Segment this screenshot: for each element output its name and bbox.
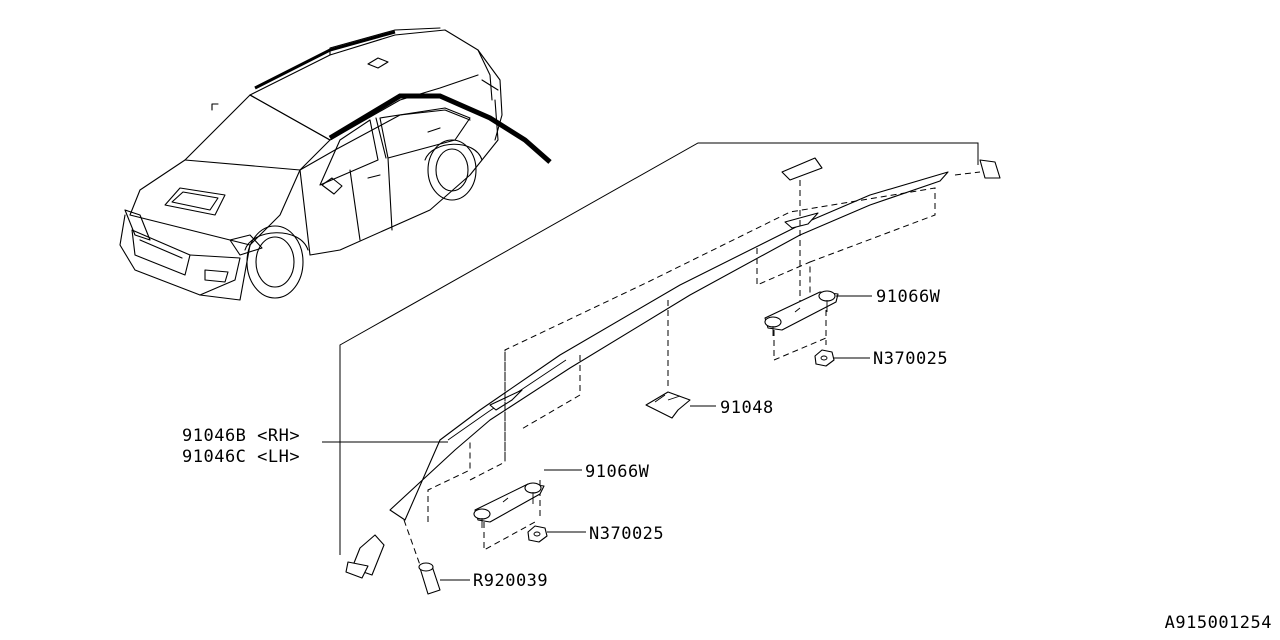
assembly-frame-lines bbox=[339, 142, 979, 555]
roof-molding-part bbox=[389, 157, 1001, 521]
roof-rail-highlight bbox=[254, 30, 396, 90]
clip-upper-part bbox=[764, 290, 839, 336]
clip-lower-part bbox=[473, 482, 545, 528]
screw-part bbox=[418, 562, 441, 595]
doc-number: A915001254 bbox=[1165, 613, 1272, 633]
nut-lower-part bbox=[527, 525, 548, 543]
assembly-dashed-lines bbox=[403, 171, 981, 566]
label-molding-rh: 91046B <RH> bbox=[182, 426, 300, 446]
callout-leaders bbox=[322, 295, 872, 581]
vehicle-illustration bbox=[119, 27, 552, 301]
label-nut-lower: N370025 bbox=[589, 524, 664, 544]
label-clip-upper: 91066W bbox=[876, 287, 941, 307]
clip-center-part bbox=[645, 391, 691, 419]
label-end-screw: R920039 bbox=[473, 571, 548, 591]
label-clip-center: 91048 bbox=[720, 398, 774, 418]
label-nut-upper: N370025 bbox=[873, 349, 948, 369]
nut-upper-part bbox=[814, 349, 835, 367]
molding-end-cap bbox=[345, 534, 385, 579]
label-clip-lower: 91066W bbox=[585, 462, 650, 482]
label-molding-lh: 91046C <LH> bbox=[182, 447, 300, 467]
